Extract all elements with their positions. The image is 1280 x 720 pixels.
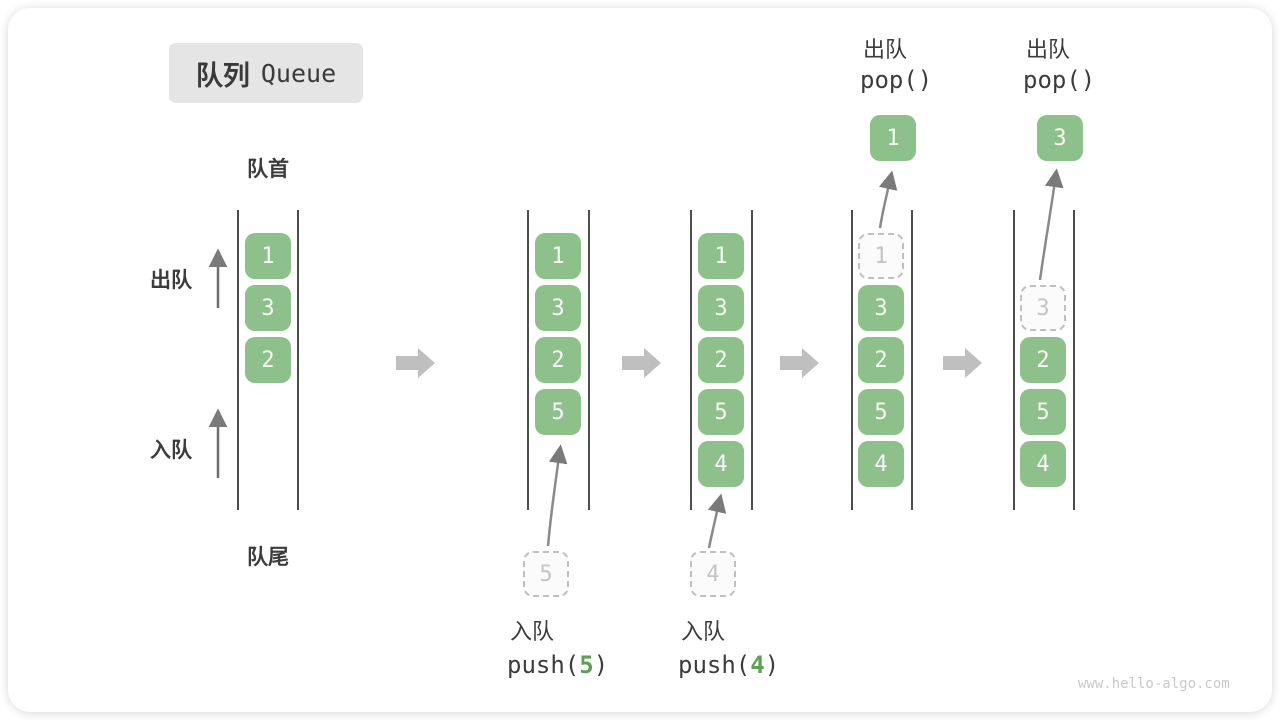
incoming-ghost-cell: 4 — [690, 551, 736, 597]
queue-cell: 5 — [858, 389, 904, 435]
queue-cell: 3 — [245, 285, 291, 331]
title-chinese: 队列 — [195, 60, 250, 91]
queue-wall — [297, 210, 299, 510]
push4-code: push(4) — [678, 651, 779, 679]
queue-rear-label: 队尾 — [247, 546, 289, 569]
popped-cell: 1 — [870, 115, 916, 161]
queue-cell: 1 — [535, 233, 581, 279]
push5-code: push(5) — [507, 651, 608, 679]
queue-front-label: 队首 — [247, 158, 289, 181]
enqueue-op-label: 入队 — [510, 619, 555, 644]
dequeue-op-label: 出队 — [1026, 37, 1071, 62]
watermark: www.hello-algo.com — [1078, 676, 1230, 692]
queue-wall — [1013, 210, 1015, 510]
diagram-card — [8, 8, 1272, 712]
popped-cell: 3 — [1037, 115, 1083, 161]
queue-wall — [751, 210, 753, 510]
queue-cell: 2 — [535, 337, 581, 383]
queue-wall — [1073, 210, 1075, 510]
title-english: Queue — [260, 58, 337, 88]
queue-cell: 3 — [698, 285, 744, 331]
removed-ghost-cell: 3 — [1020, 285, 1066, 331]
queue-wall — [911, 210, 913, 510]
queue-cell: 4 — [698, 441, 744, 487]
queue-cell: 2 — [1020, 337, 1066, 383]
queue-wall — [851, 210, 853, 510]
enqueue-op-label: 入队 — [681, 619, 726, 644]
push5-fn: push( — [507, 651, 580, 679]
queue-cell: 4 — [858, 441, 904, 487]
queue-cell: 4 — [1020, 441, 1066, 487]
push5-close: ) — [593, 651, 609, 679]
dequeue-op-label: 出队 — [863, 37, 908, 62]
queue-wall — [527, 210, 529, 510]
queue-cell: 3 — [535, 285, 581, 331]
queue-cell: 3 — [858, 285, 904, 331]
queue-wall — [237, 210, 239, 510]
dequeue-side-label: 出队 — [150, 269, 192, 292]
push4-close: ) — [764, 651, 780, 679]
pop1-code: pop() — [860, 66, 933, 94]
queue-cell: 2 — [858, 337, 904, 383]
queue-cell: 1 — [245, 233, 291, 279]
queue-wall — [690, 210, 692, 510]
queue-cell: 5 — [698, 389, 744, 435]
push4-fn: push( — [678, 651, 751, 679]
incoming-ghost-cell: 5 — [523, 551, 569, 597]
enqueue-side-label: 入队 — [150, 439, 192, 462]
pop2-code: pop() — [1023, 66, 1096, 94]
title-box: 队列 Queue — [169, 43, 363, 103]
queue-cell: 1 — [698, 233, 744, 279]
queue-cell: 5 — [535, 389, 581, 435]
removed-ghost-cell: 1 — [858, 233, 904, 279]
queue-cell: 2 — [245, 337, 291, 383]
queue-cell: 2 — [698, 337, 744, 383]
queue-cell: 5 — [1020, 389, 1066, 435]
push4-arg: 4 — [750, 651, 765, 679]
queue-wall — [588, 210, 590, 510]
push5-arg: 5 — [579, 651, 594, 679]
